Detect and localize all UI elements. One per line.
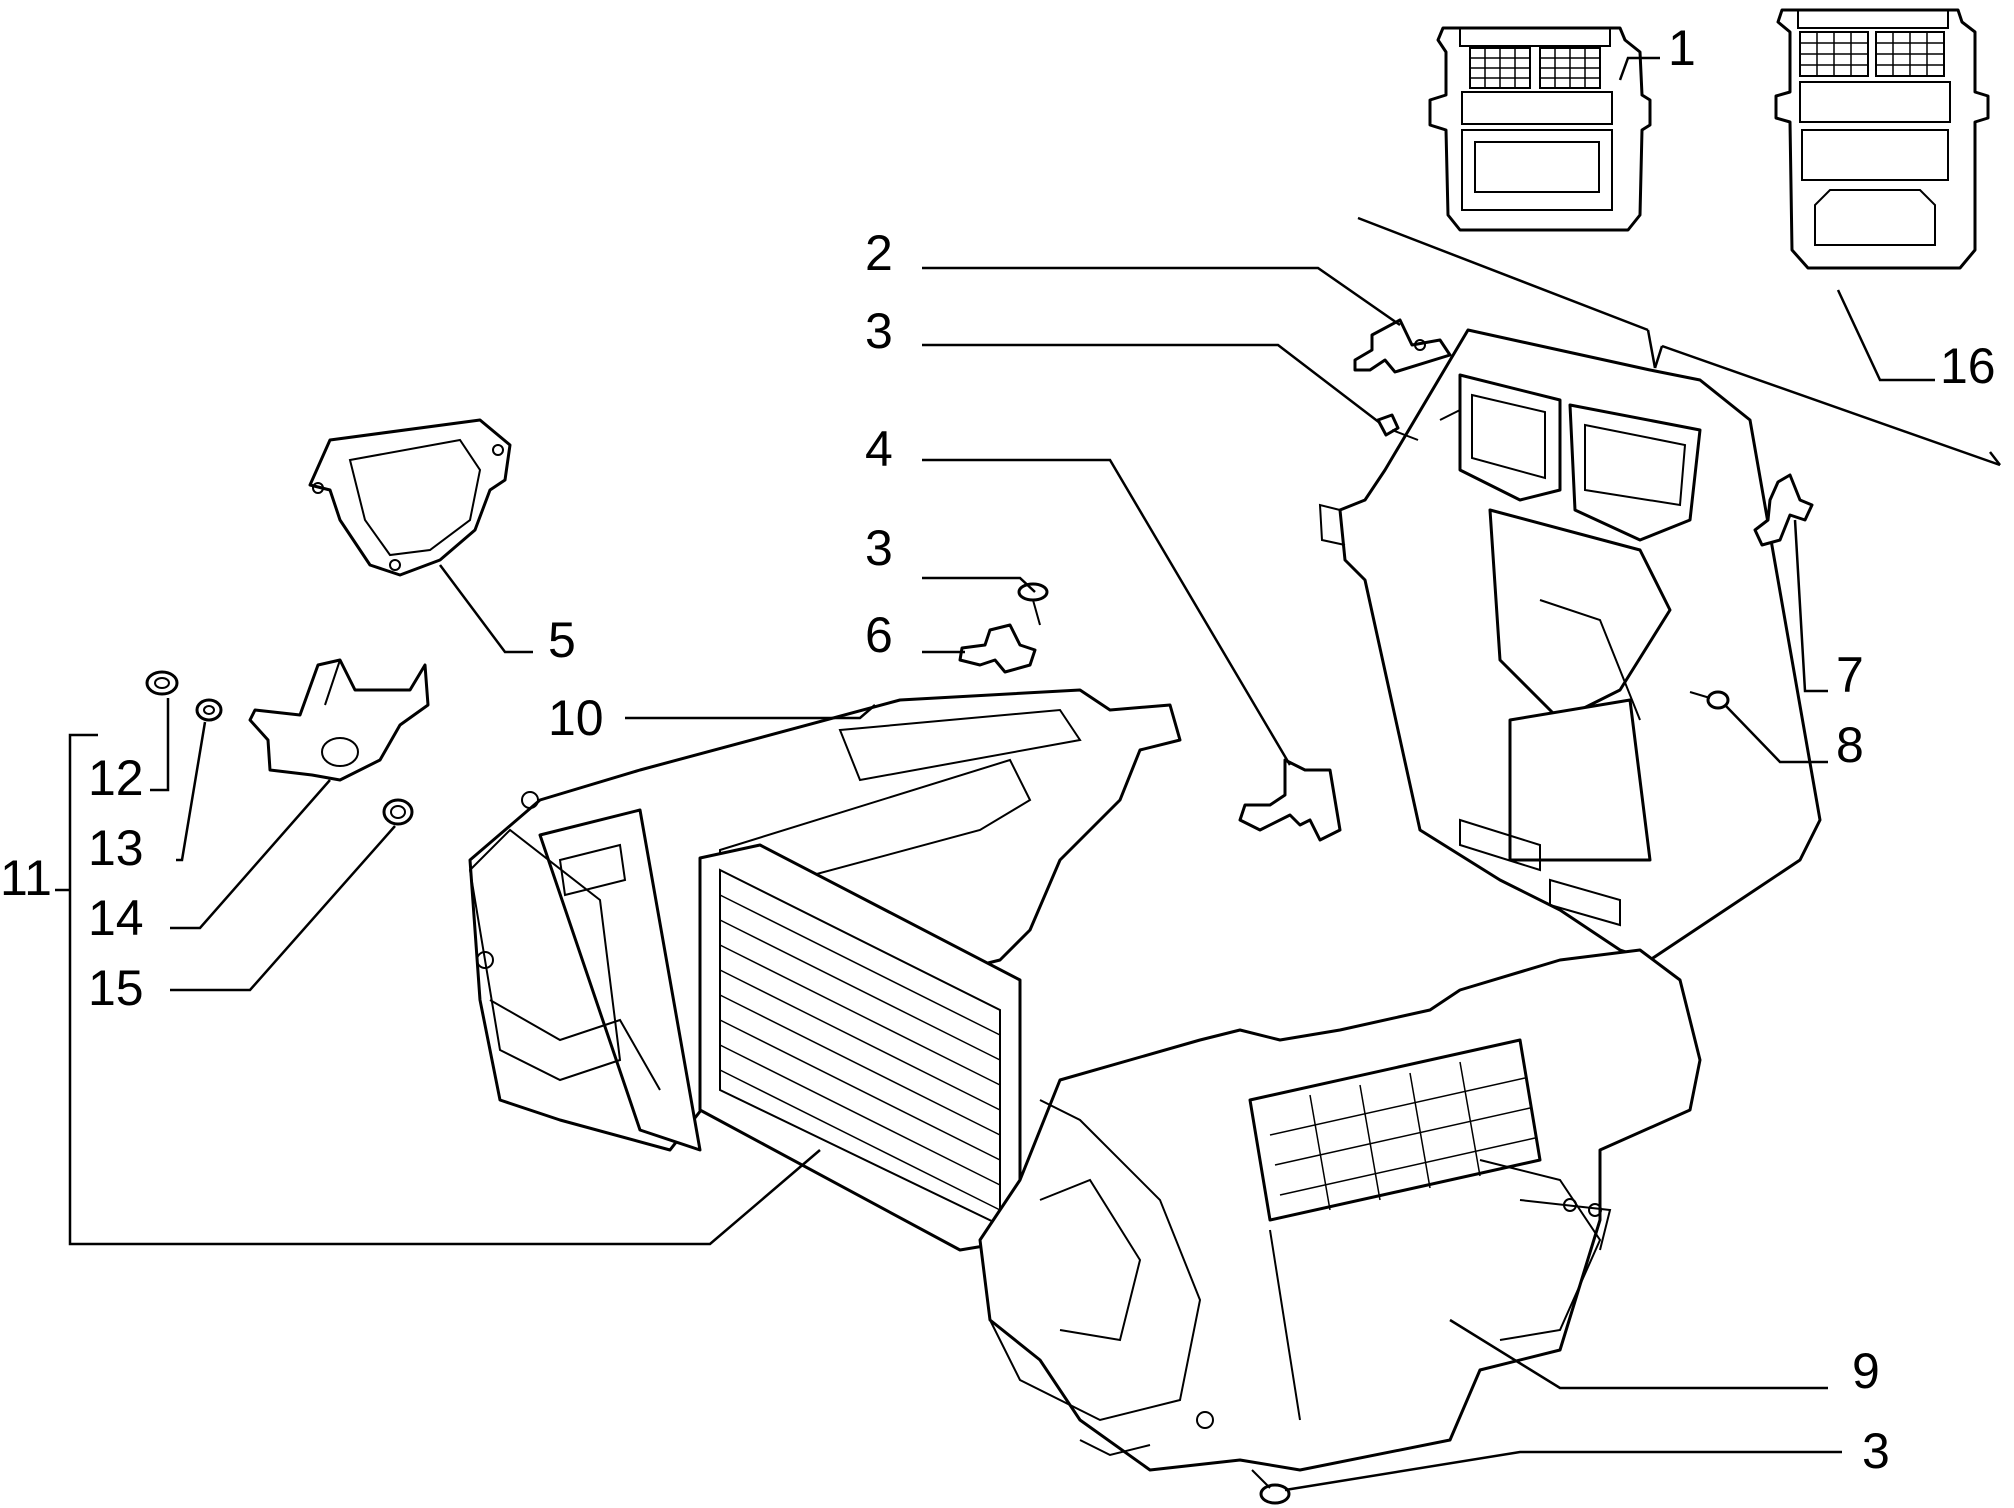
part-1-vent-panel [1428,26,1652,232]
callout-3a: 3 [865,303,893,359]
callout-15: 15 [88,960,144,1016]
callout-4: 4 [865,421,893,477]
part-14-valve-bracket [248,658,430,782]
callout-8: 8 [1836,717,1864,773]
callout-10: 10 [548,690,604,746]
part-2-bracket [1353,318,1452,374]
part-8-screw [1689,690,1730,710]
part-9-distribution-unit [978,948,1702,1472]
part-7-clip [1753,473,1814,547]
heater-radiator-core [698,843,1022,1252]
part-3-screw-c [1251,1469,1291,1505]
part-5-cover [308,418,512,577]
leader-lines [55,56,1935,1492]
callout-labels: 1 2 3 4 3 6 5 10 7 8 16 12 13 11 14 15 9… [0,20,1996,1479]
part-3-screw-a [1376,413,1419,441]
callout-14: 14 [88,890,144,946]
callout-11: 11 [0,850,52,906]
part-13-washer [195,698,223,722]
duct-shroud [1318,328,1822,962]
part-3-screw-b [1017,582,1049,626]
callout-6: 6 [865,607,893,663]
callout-3c: 3 [1862,1423,1890,1479]
callout-5: 5 [548,612,576,668]
part-6-clip [958,623,1037,674]
part-12-nut [145,670,179,696]
callout-7: 7 [1836,647,1864,703]
part-15-o-ring [382,798,414,826]
callout-2: 2 [865,225,893,281]
part-4-bracket [1238,758,1342,842]
callout-9: 9 [1852,1343,1880,1399]
callout-3b: 3 [865,520,893,576]
part-16-vent-panel-alt [1774,8,1990,270]
callout-16: 16 [1940,338,1996,394]
callout-1: 1 [1668,20,1696,76]
callout-12: 12 [88,750,144,806]
callout-13: 13 [88,820,144,876]
